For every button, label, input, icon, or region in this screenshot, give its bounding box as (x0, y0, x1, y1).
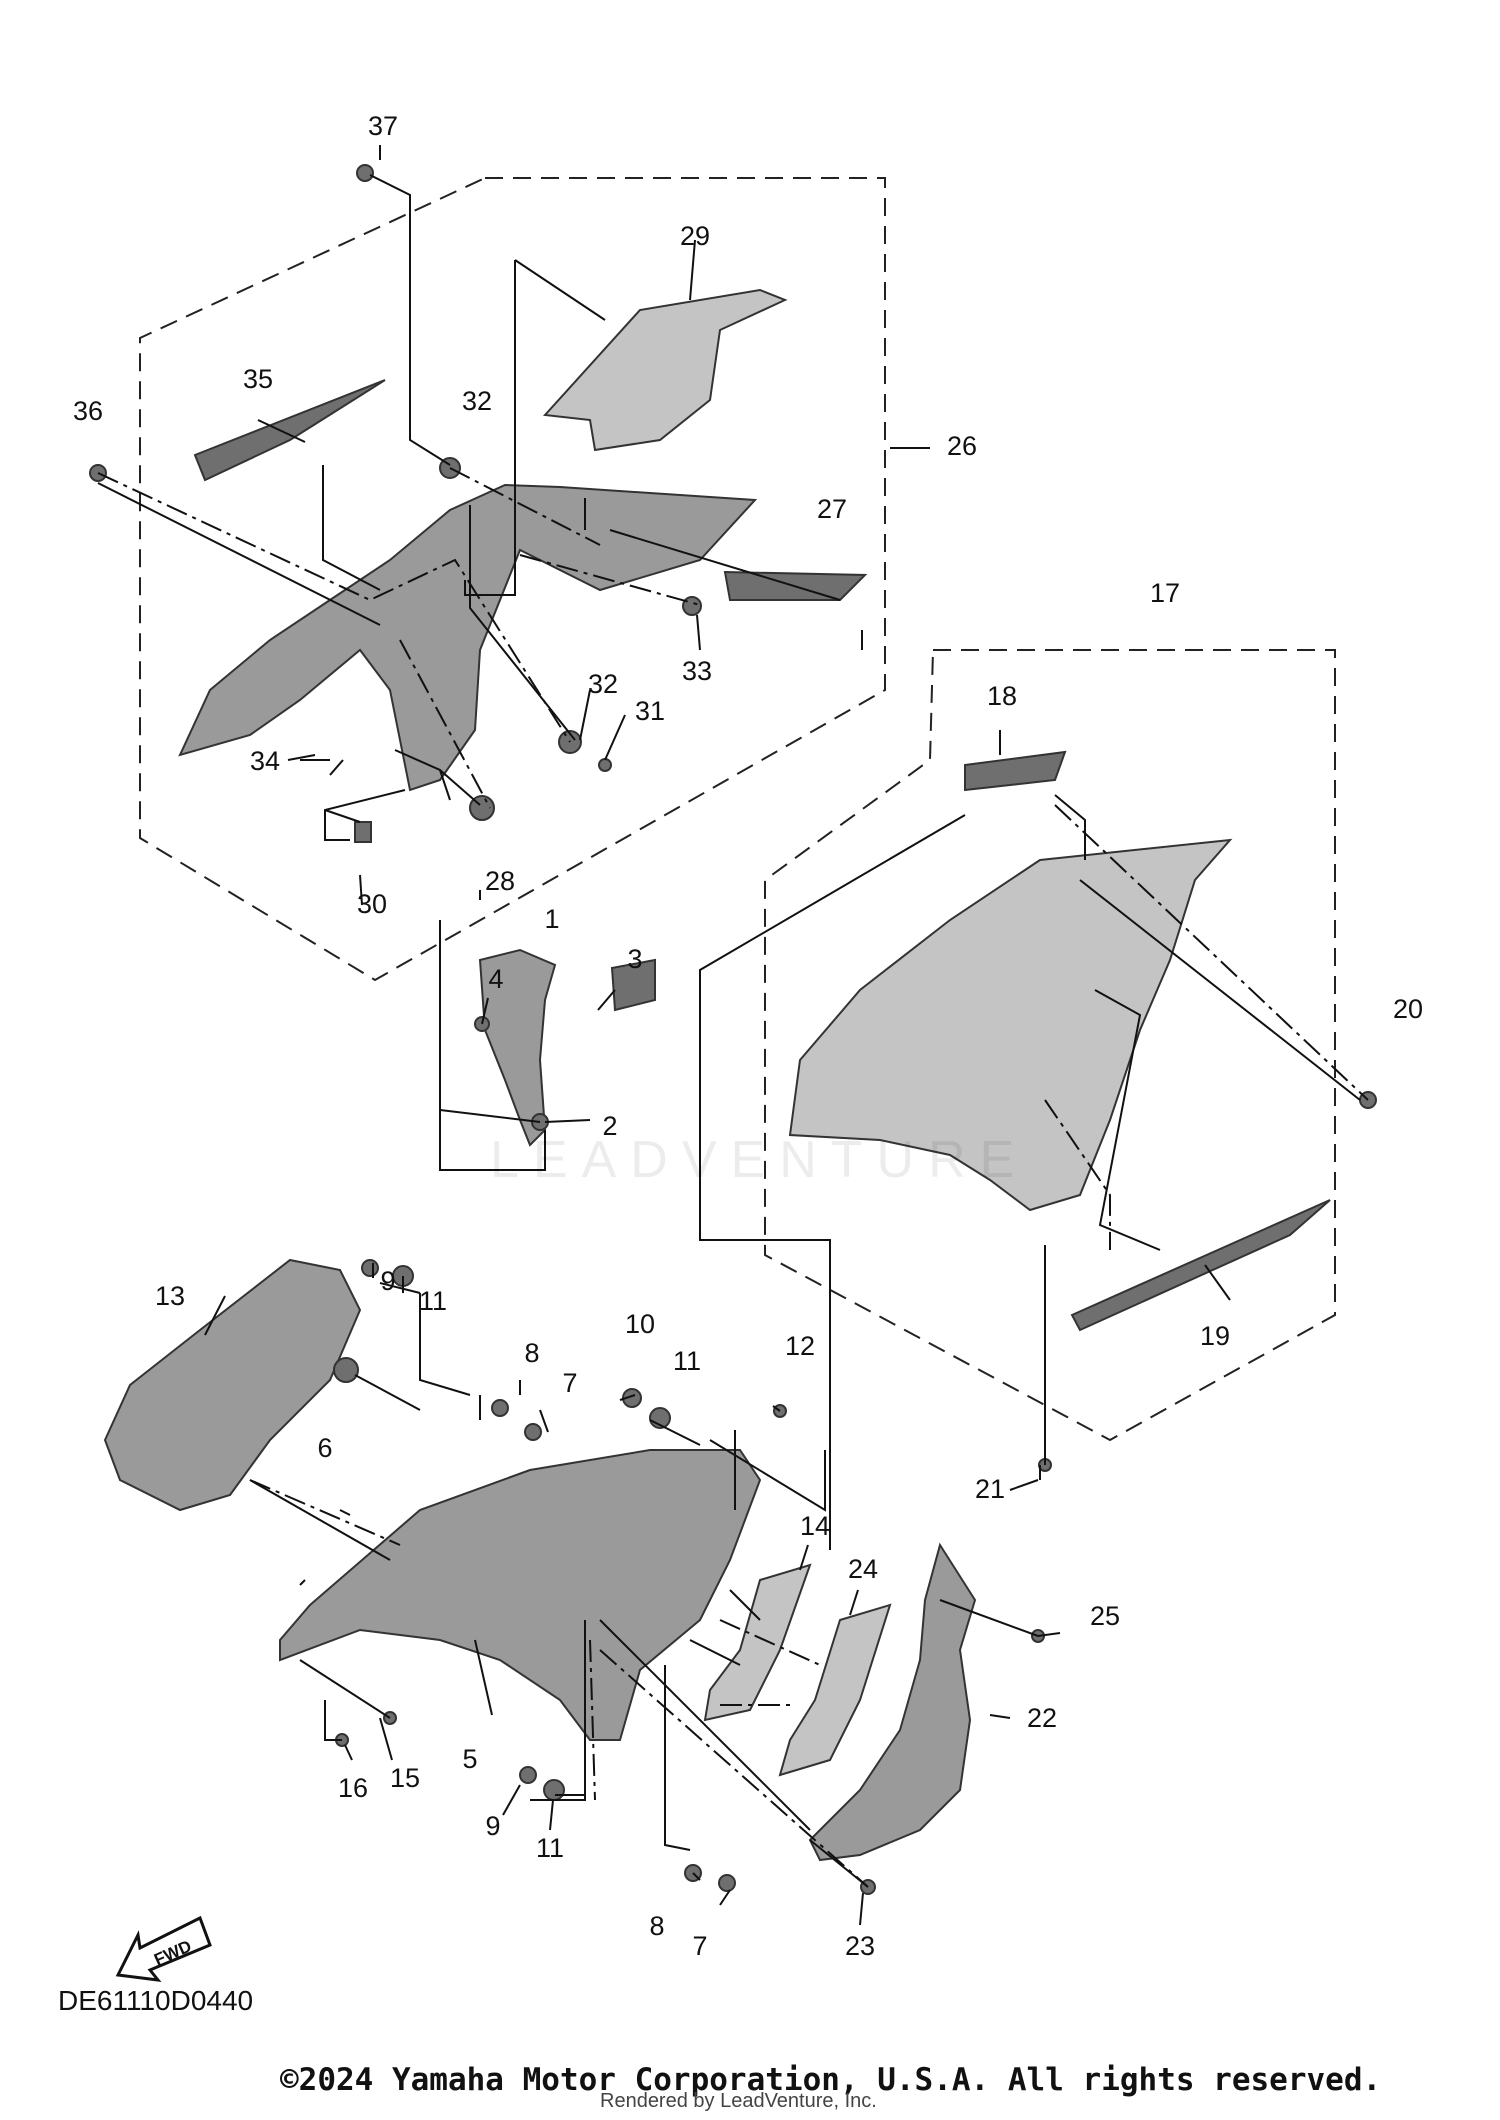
callout-25: 25 (1090, 1601, 1120, 1631)
leader-lines (97, 145, 1361, 1926)
copyright-notice: ©2024 Yamaha Motor Corporation, U.S.A. A… (280, 2062, 1382, 2098)
part-14-strip (703, 1563, 812, 1722)
callout-12: 12 (785, 1331, 815, 1361)
callout-1: 1 (544, 904, 559, 934)
part-7-bolt-b (718, 1874, 736, 1892)
part-19-strip (1070, 1199, 1331, 1332)
part-11-grommet-c (543, 1779, 565, 1801)
part-30-tab (354, 821, 372, 843)
assembly-box-26 (139, 177, 886, 982)
callout-11c: 11 (536, 1833, 564, 1863)
callout-34: 34 (250, 746, 280, 776)
assembly-box-17 (764, 649, 1336, 1442)
part-29-cover (542, 288, 788, 452)
assembly-inner-box-17 (699, 814, 966, 1550)
callout-6: 6 (317, 1433, 332, 1463)
callout-37: 37 (368, 111, 398, 141)
part-18-strip (964, 750, 1067, 792)
callout-7: 7 (562, 1368, 577, 1398)
phantom-lines (97, 467, 1369, 1888)
part-24-strip (778, 1603, 892, 1777)
callout-17: 17 (1150, 578, 1180, 608)
callout-14: 14 (800, 1511, 830, 1541)
part-9-nut-a (361, 1259, 379, 1277)
watermark: LEADVENTURE (490, 1131, 1029, 1189)
callout-26: 26 (947, 431, 977, 461)
callout-31: 31 (635, 696, 665, 726)
callout-3: 3 (627, 944, 642, 974)
callout-4: 4 (488, 964, 503, 994)
callout-20: 20 (1393, 994, 1423, 1024)
callout-19: 19 (1200, 1321, 1230, 1351)
part-6-nut (333, 1357, 359, 1383)
callout-11: 11 (419, 1286, 447, 1316)
callout-22: 22 (1027, 1703, 1057, 1733)
callout-24: 24 (848, 1554, 878, 1584)
callout-34-tick (287, 754, 316, 761)
callout-30: 30 (357, 889, 387, 919)
part-side-cowl (788, 838, 1233, 1212)
callout-15: 15 (390, 1763, 420, 1793)
callout-8: 8 (524, 1338, 539, 1368)
callout-21-tick (1009, 1479, 1039, 1491)
callout-13: 13 (155, 1281, 185, 1311)
callout-9b: 9 (485, 1811, 500, 1841)
part-9-nut-b (519, 1766, 537, 1784)
callout-36: 36 (73, 396, 103, 426)
part-13-duct (103, 1258, 362, 1512)
callout-11b: 11 (673, 1346, 701, 1376)
part-3-pad (610, 958, 656, 1012)
callout-8b: 8 (649, 1911, 664, 1941)
callout-29: 29 (680, 221, 710, 251)
part-main-cowl-frame (178, 483, 758, 792)
part-5-frame (279, 1449, 762, 1741)
callout-2: 2 (602, 1111, 617, 1141)
callout-28: 28 (485, 866, 515, 896)
callout-33: 33 (682, 656, 712, 686)
callout-23: 23 (845, 1931, 875, 1961)
part-8-washer-a (491, 1399, 509, 1417)
part-37-bolt (356, 164, 374, 182)
callout-32: 32 (462, 386, 492, 416)
callout-21: 21 (975, 1474, 1005, 1504)
part-33-nut (682, 596, 702, 616)
callout-16: 16 (338, 1773, 368, 1803)
callout-18: 18 (987, 681, 1017, 711)
callout-7b: 7 (692, 1931, 707, 1961)
part-31-clip (598, 758, 612, 772)
part-7-bolt-a (524, 1423, 542, 1441)
fwd-arrow-icon: FWD (115, 1915, 212, 1982)
callout-9: 9 (380, 1266, 395, 1296)
part-35-strip (193, 379, 386, 482)
callout-5: 5 (462, 1744, 477, 1774)
rendered-by-note: Rendered by LeadVenture, Inc. (600, 2090, 877, 2112)
callout-35: 35 (243, 364, 273, 394)
drawing-code: DE61110D0440 (58, 1985, 254, 2016)
callout-32b: 32 (588, 669, 618, 699)
part-22-panel (808, 1542, 977, 1862)
callout-27: 27 (817, 494, 847, 524)
callout-10: 10 (625, 1309, 655, 1339)
